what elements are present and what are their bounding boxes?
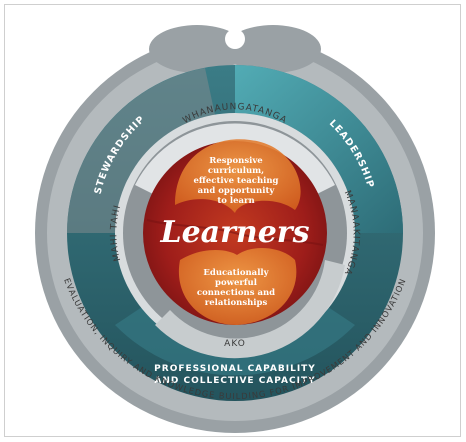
bottom-inner-line: powerful [215,278,258,288]
top-inner-line: and opportunity [198,186,276,196]
label-collective-capacity: AND COLLECTIVE CAPACITY [154,376,315,386]
label-professional-capability: PROFESSIONAL CAPABILITY [154,364,316,374]
bottom-inner-text: Educationally powerful connections and r… [197,268,275,308]
bottom-lobe [178,248,297,325]
bottom-inner-line: relationships [205,298,268,308]
label-mahi-tahi: MAHI TAHI [109,204,123,263]
top-inner-line: Responsive [209,156,263,166]
diagram-frame: Learners Responsive curriculum, effectiv… [4,4,461,437]
top-inner-line: to learn [217,196,254,206]
core-circle [143,139,327,325]
bottom-inner-line: connections and [197,288,275,298]
learners-diagram: Learners Responsive curriculum, effectiv… [35,25,435,433]
top-lobe [175,139,301,213]
top-inner-text: Responsive curriculum, effective teachin… [194,156,279,206]
label-ako: AKO [224,339,246,349]
center-title: Learners [159,215,309,250]
top-inner-line: curriculum, [208,166,264,176]
bottom-inner-line: Educationally [203,268,269,278]
top-inner-line: effective teaching [194,176,279,186]
